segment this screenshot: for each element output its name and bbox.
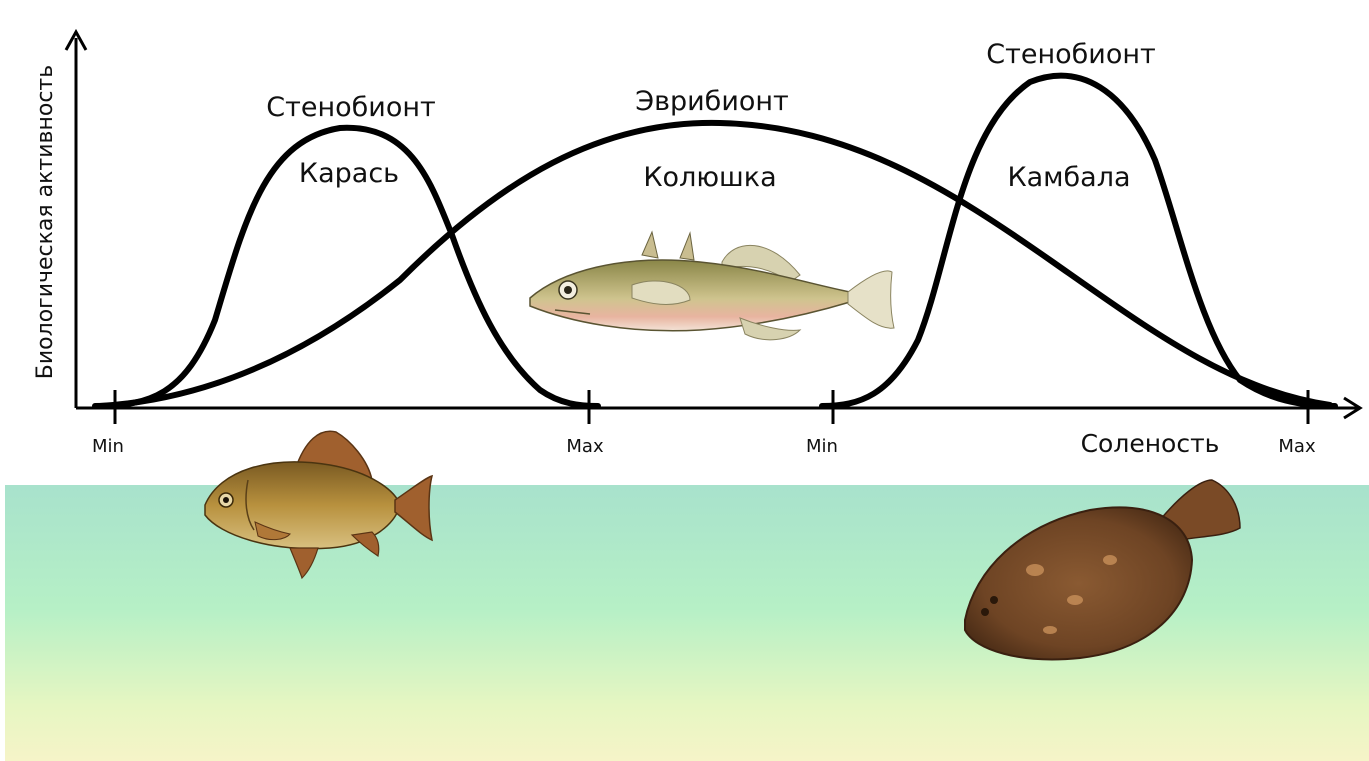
tick-label-carp-min: Min [92,436,124,457]
stenobiont-flounder-curve [822,76,1335,406]
tick-label-flounder-min: Min [806,436,838,457]
tick-label-carp-max: Max [566,436,604,457]
flounder-type-label: Стенобионт [986,39,1155,70]
y-axis [66,32,86,408]
crucian-carp-image [205,431,432,578]
flounder-image [965,480,1240,659]
carp-species-label: Карась [299,158,399,189]
stickleback-type-label: Эврибионт [635,86,789,117]
x-axis [76,398,1360,418]
stickleback-fish-image [530,232,894,340]
y-axis-label: Биологическая активность [33,65,58,379]
carp-type-label: Стенобионт [266,92,435,123]
x-axis-label: Соленость [1081,429,1220,458]
stickleback-species-label: Колюшка [643,162,776,193]
flounder-species-label: Камбала [1007,162,1130,193]
tick-label-eury-max: Max [1278,436,1316,457]
